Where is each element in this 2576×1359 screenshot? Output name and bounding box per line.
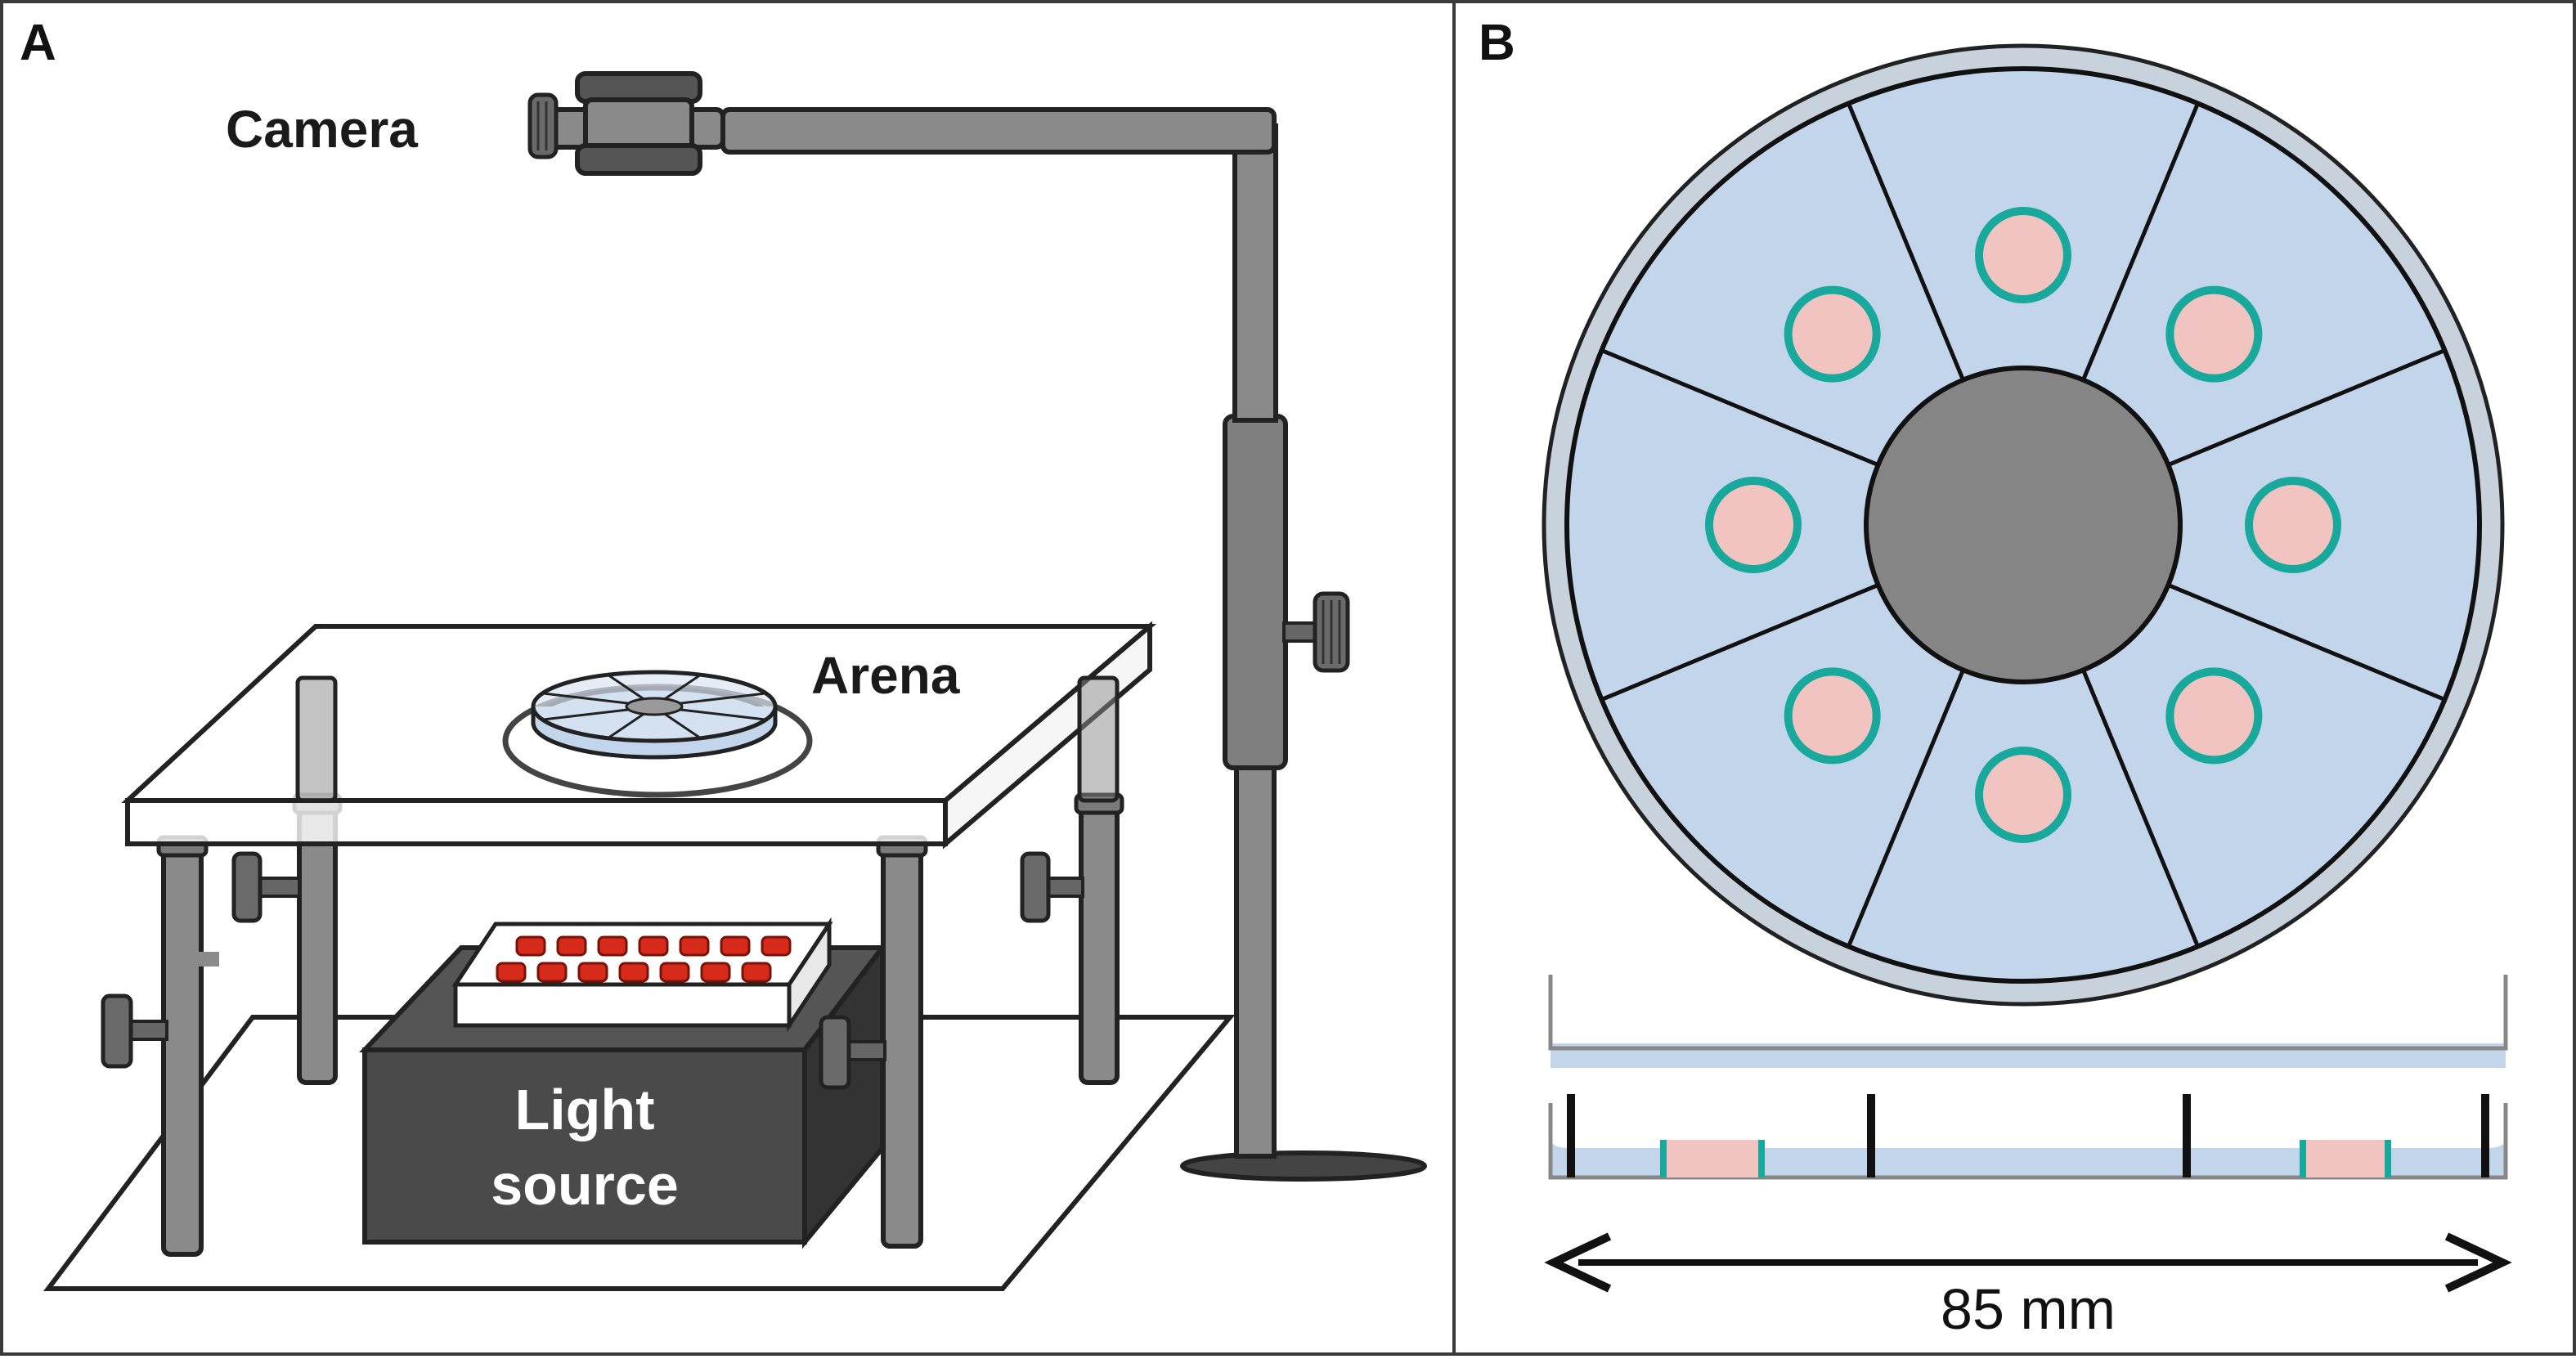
arena-spokes	[542, 673, 766, 740]
panel-a-letter: A	[20, 15, 56, 71]
odor-spot	[1975, 747, 2071, 843]
arena-spoke	[680, 708, 766, 721]
back-right-post	[1020, 792, 1124, 1085]
stand-pole-lower	[1234, 761, 1277, 1159]
arena-spoke	[680, 692, 766, 705]
arena-spoke	[664, 673, 702, 701]
well	[577, 962, 608, 983]
side-divider-3	[2183, 1094, 2191, 1177]
odor-spot	[2165, 285, 2263, 383]
side-spot-left	[1663, 1140, 1761, 1177]
odor-spot	[2165, 667, 2263, 765]
setup-illustration	[43, 71, 1427, 1291]
front-right-post	[819, 835, 928, 1249]
well	[597, 935, 628, 957]
well	[556, 935, 587, 957]
arena-spoke	[542, 692, 629, 705]
arena-label: Arena	[811, 646, 960, 705]
stand-knob	[1282, 591, 1350, 673]
well	[638, 935, 669, 957]
well	[536, 962, 568, 983]
well	[761, 935, 792, 957]
well	[720, 935, 751, 957]
panel-b: B	[1452, 0, 2576, 1356]
glass-post-left	[295, 675, 338, 803]
wells	[496, 935, 792, 983]
camera-head	[527, 71, 725, 176]
side-view-dish	[1548, 1094, 2508, 1180]
arena-diagram	[1542, 43, 2512, 1293]
odor-spot	[1784, 667, 1881, 765]
odor-spot	[2245, 477, 2341, 573]
arena-spoke	[542, 708, 629, 721]
well	[496, 962, 527, 983]
divider-line	[2081, 669, 2200, 948]
light-source-label-line2: source	[491, 1153, 679, 1217]
stand-foot	[1180, 1150, 1427, 1182]
divider-line	[1847, 102, 1965, 381]
divider-lines	[1600, 102, 2446, 948]
divider-line	[2167, 348, 2446, 467]
divider-line	[1847, 669, 1965, 948]
panel-b-letter: B	[1479, 15, 1515, 71]
stand-pole-upper	[1232, 123, 1278, 423]
arena-dish	[502, 670, 813, 798]
dimension-arrow	[1544, 1232, 2512, 1293]
front-left-post	[101, 835, 219, 1257]
side-spot-right	[2303, 1140, 2388, 1177]
glass-post-right	[1077, 675, 1120, 803]
camera-label: Camera	[226, 100, 418, 159]
side-divider-4	[2481, 1094, 2489, 1177]
side-view-lid	[1548, 975, 2508, 1068]
well	[679, 935, 710, 957]
arena-spoke	[607, 712, 644, 740]
divider-line	[2167, 583, 2446, 702]
odor-spot	[1705, 477, 1802, 573]
panel-a: A	[0, 0, 1456, 1356]
odor-spots	[1705, 207, 2341, 843]
arena-spoke	[664, 712, 702, 740]
arena-center	[1864, 366, 2183, 684]
odor-spot	[1975, 207, 2071, 303]
well	[659, 962, 690, 983]
well	[700, 962, 731, 983]
odor-spot	[1784, 285, 1881, 383]
divider-line	[1600, 583, 1879, 702]
light-source-label-line1: Light	[514, 1078, 655, 1141]
well	[515, 935, 546, 957]
dimension-label: 85 mm	[1941, 1277, 2116, 1341]
side-divider-1	[1567, 1094, 1575, 1177]
side-divider-2	[1867, 1094, 1875, 1177]
stand-arm	[720, 107, 1277, 155]
arena-spoke	[607, 673, 644, 701]
well	[618, 962, 649, 983]
arena-top-view	[1542, 43, 2505, 1007]
divider-line	[1600, 348, 1879, 467]
well	[741, 962, 772, 983]
divider-line	[2081, 102, 2200, 381]
well-plate	[451, 917, 833, 1033]
stand-pole-sleeve	[1223, 414, 1288, 770]
